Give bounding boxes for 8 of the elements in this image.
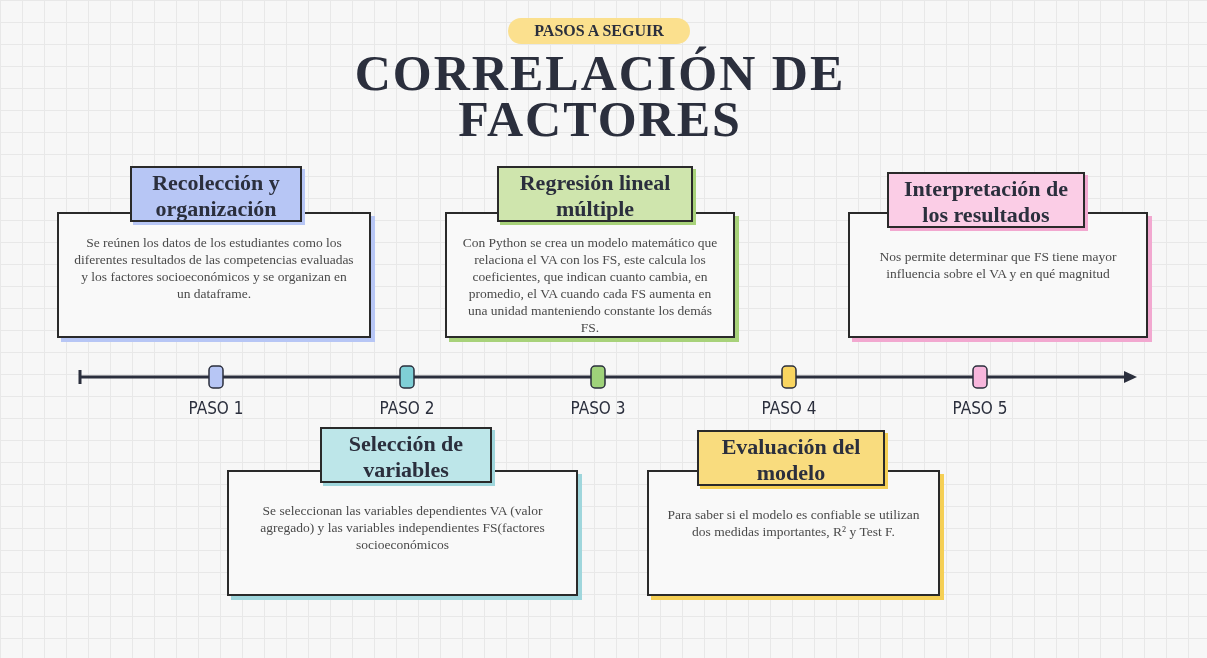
step-label: PASO 1 <box>187 398 245 418</box>
step-heading: Evaluación del modelo <box>697 430 885 486</box>
subtitle-badge: PASOS A SEGUIR <box>508 18 690 44</box>
step-label: PASO 5 <box>951 398 1009 418</box>
step-label: PASO 2 <box>378 398 436 418</box>
step-heading: Interpretación de los resultados <box>887 172 1085 228</box>
step-label: PASO 3 <box>569 398 627 418</box>
step-label: PASO 4 <box>760 398 818 418</box>
